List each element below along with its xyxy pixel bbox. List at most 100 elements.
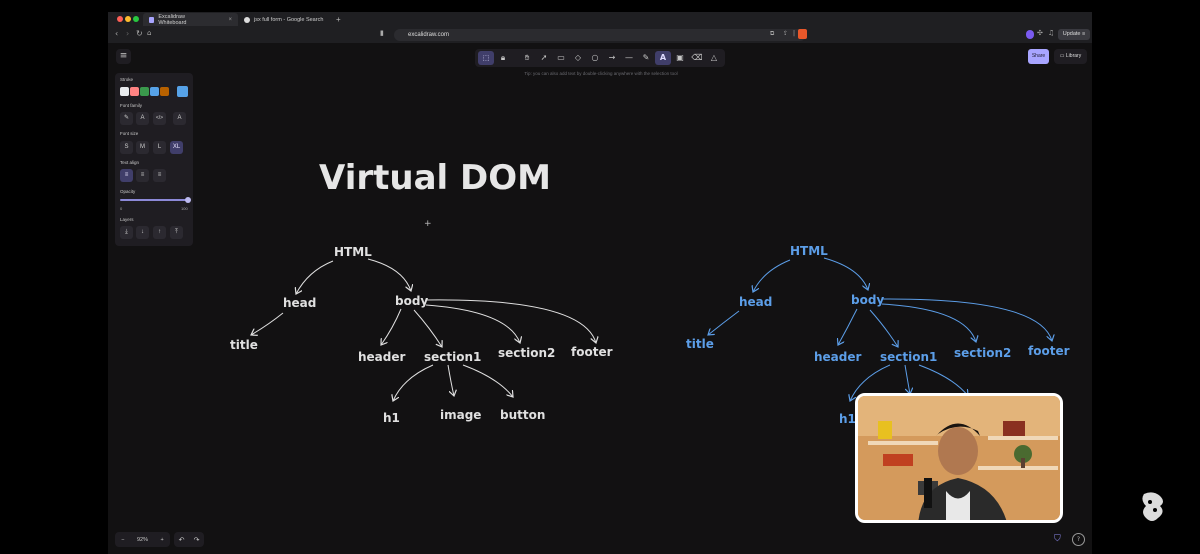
font-size-xl[interactable]: XL — [170, 141, 183, 154]
bring-to-front-icon[interactable]: ⤒ — [170, 226, 183, 239]
font-size-l[interactable]: L — [153, 141, 166, 154]
redo-icon[interactable]: ↷ — [194, 536, 200, 544]
tool-text-icon[interactable]: A — [655, 51, 671, 65]
arrow-body-section1[interactable] — [414, 310, 442, 347]
home-icon[interactable]: ⌂ — [147, 29, 151, 37]
arrow-body-footer[interactable] — [882, 299, 1052, 341]
tool-diamond-icon[interactable]: ◇ — [570, 51, 586, 65]
extensions-icon[interactable]: ✣ — [1037, 29, 1043, 37]
tool-lock-padlock-icon[interactable]: 🔒︎ — [495, 51, 511, 65]
zoom-in-button[interactable]: + — [161, 537, 164, 543]
left-node-head[interactable]: head — [283, 296, 316, 310]
bring-forward-icon[interactable]: ↑ — [153, 226, 166, 239]
stroke-current-color[interactable] — [177, 86, 188, 97]
new-tab-button[interactable]: + — [330, 13, 347, 26]
arrow-body-section2[interactable] — [426, 305, 520, 343]
reload-icon[interactable]: ↻ — [136, 29, 143, 38]
right-node-section1[interactable]: section1 — [880, 350, 937, 364]
arrow-section1-image[interactable] — [448, 365, 454, 396]
close-window-dot[interactable] — [117, 16, 123, 22]
minimize-window-dot[interactable] — [125, 16, 131, 22]
tool-draw-icon[interactable]: ✎ — [638, 51, 654, 65]
tool-hand-icon[interactable]: ✋︎ — [519, 51, 535, 65]
forward-icon[interactable]: › — [126, 29, 129, 38]
align-right-icon[interactable]: ≡ — [153, 169, 166, 182]
tool-line-icon[interactable]: — — [621, 51, 637, 65]
bookmark-icon[interactable]: ▮ — [380, 29, 384, 37]
arrow-section1-button[interactable] — [919, 365, 968, 396]
font-code-icon[interactable]: </> — [153, 112, 166, 125]
opacity-slider[interactable] — [120, 199, 186, 201]
arrow-head-title[interactable] — [251, 313, 283, 335]
main-menu-button[interactable]: ≡ — [116, 49, 131, 64]
left-node-section2[interactable]: section2 — [498, 346, 555, 360]
right-node-header[interactable]: header — [814, 350, 862, 364]
canvas-title[interactable]: Virtual DOM — [319, 158, 551, 198]
arrow-body-header[interactable] — [838, 309, 857, 345]
share-button[interactable]: Share — [1028, 49, 1049, 64]
right-node-section2[interactable]: section2 — [954, 346, 1011, 360]
open-external-icon[interactable]: ⧉ — [770, 30, 774, 38]
font-hand-drawn-icon[interactable]: ✎ — [120, 112, 133, 125]
font-more-icon[interactable]: A — [173, 112, 186, 125]
tool-selection-icon[interactable]: ➚ — [536, 51, 552, 65]
right-node-html[interactable]: HTML — [790, 244, 828, 258]
left-node-header[interactable]: header — [358, 350, 406, 364]
tool-ellipse-icon[interactable]: ○ — [587, 51, 603, 65]
zoom-level[interactable]: 92% — [137, 537, 148, 543]
library-button[interactable]: ▭ Library — [1054, 49, 1087, 64]
right-node-head[interactable]: head — [739, 295, 772, 309]
left-node-body[interactable]: body — [395, 294, 428, 308]
share-page-icon[interactable]: ⇪ — [783, 30, 788, 37]
arrow-html-body[interactable] — [824, 258, 868, 290]
arrow-section1-h1[interactable] — [393, 365, 433, 401]
update-button[interactable]: Update ≡ — [1058, 29, 1090, 40]
stroke-swatch-green[interactable] — [140, 87, 149, 96]
arrow-head-title[interactable] — [708, 311, 739, 335]
stroke-swatch-blue[interactable] — [150, 87, 159, 96]
arrow-html-head[interactable] — [753, 260, 790, 292]
tool-image-icon[interactable]: ▣ — [672, 51, 688, 65]
stroke-swatch-white[interactable] — [120, 87, 129, 96]
media-icon[interactable]: ♫ — [1048, 29, 1054, 37]
left-node-h1[interactable]: h1 — [383, 411, 400, 425]
tool-eraser-icon[interactable]: ⌫ — [689, 51, 705, 65]
encryption-shield-icon[interactable]: ⛉ — [1054, 534, 1064, 545]
send-to-back-icon[interactable]: ⤓ — [120, 226, 133, 239]
arrow-html-head[interactable] — [296, 261, 333, 294]
left-node-image[interactable]: image — [440, 408, 481, 422]
tool-extra-icon[interactable]: △ — [706, 51, 722, 65]
arrow-section1-image[interactable] — [905, 365, 910, 394]
opacity-slider-handle[interactable] — [185, 197, 191, 203]
help-icon[interactable]: ? — [1072, 533, 1085, 546]
back-icon[interactable]: ‹ — [115, 29, 118, 38]
arrow-html-body[interactable] — [368, 259, 411, 291]
align-left-icon[interactable]: ≡ — [120, 169, 133, 182]
right-node-body[interactable]: body — [851, 293, 884, 307]
align-center-icon[interactable]: ≡ — [136, 169, 149, 182]
font-size-s[interactable]: S — [120, 141, 133, 154]
zoom-out-button[interactable]: − — [121, 537, 124, 543]
wallet-icon[interactable] — [1026, 30, 1034, 39]
brave-shield-icon[interactable] — [798, 29, 807, 39]
left-node-footer[interactable]: footer — [571, 345, 613, 359]
left-node-section1[interactable]: section1 — [424, 350, 481, 364]
right-node-footer[interactable]: footer — [1028, 344, 1070, 358]
left-node-title[interactable]: title — [230, 338, 258, 352]
close-tab-icon[interactable]: × — [228, 17, 232, 23]
stroke-swatch-orange[interactable] — [160, 87, 169, 96]
maximize-window-dot[interactable] — [133, 16, 139, 22]
arrow-section1-button[interactable] — [463, 365, 513, 397]
left-node-button[interactable]: button — [500, 408, 545, 422]
arrow-body-footer[interactable] — [426, 300, 596, 343]
arrow-body-section1[interactable] — [870, 310, 898, 347]
tab-google-search[interactable]: jsx full form - Google Search — [238, 13, 334, 26]
url-field[interactable]: excalidraw.com — [394, 29, 806, 41]
arrow-body-header[interactable] — [381, 309, 401, 345]
send-backward-icon[interactable]: ↓ — [136, 226, 149, 239]
tool-lock-icon[interactable]: ⬚ — [478, 51, 494, 65]
left-node-html[interactable]: HTML — [334, 245, 372, 259]
tab-excalidraw[interactable]: Excalidraw Whiteboard × — [143, 13, 238, 26]
font-size-m[interactable]: M — [136, 141, 149, 154]
arrow-body-section2[interactable] — [882, 304, 976, 342]
